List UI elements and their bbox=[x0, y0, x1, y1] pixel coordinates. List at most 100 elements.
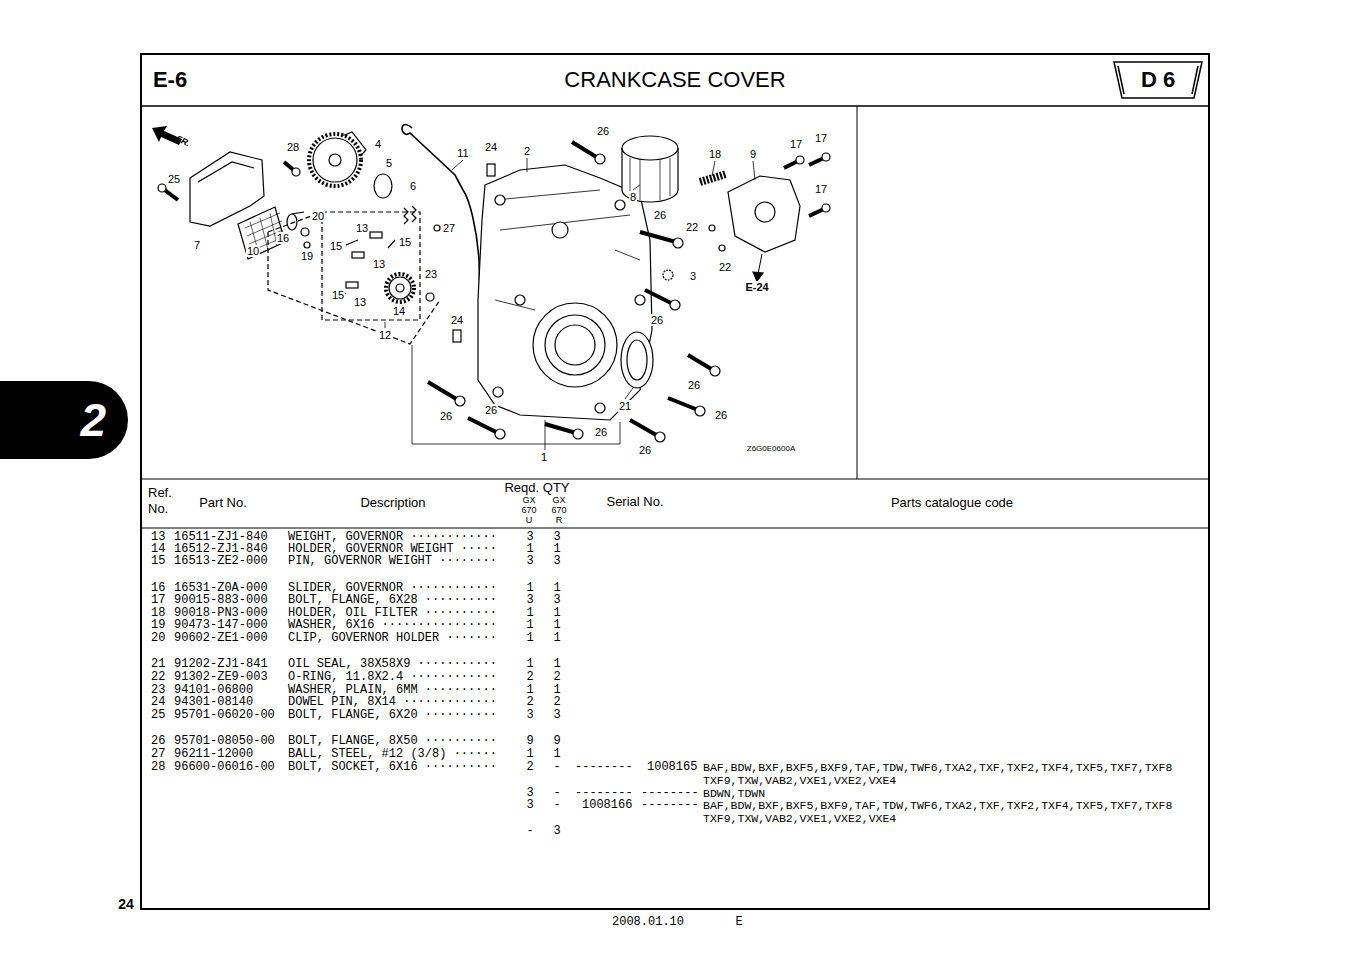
table-header: Description bbox=[360, 495, 425, 510]
page-title: CRANKCASE COVER bbox=[564, 67, 785, 93]
table-cell: 20 bbox=[151, 632, 165, 645]
illustration-line bbox=[595, 154, 605, 164]
illustration-line bbox=[645, 290, 673, 304]
table-cell: 95701-06020-00 bbox=[174, 709, 275, 722]
callout-number: 24 bbox=[450, 314, 464, 326]
illustration-line bbox=[573, 429, 583, 439]
illustration-line bbox=[688, 355, 713, 370]
table-cell: 19 bbox=[151, 619, 165, 632]
callout-number: 13 bbox=[372, 258, 386, 270]
illustration-line bbox=[630, 420, 658, 436]
callout-number: 2 bbox=[523, 145, 531, 157]
section-badge: D 6 bbox=[1112, 60, 1204, 100]
table-header: Reqd. QTY bbox=[504, 480, 569, 495]
callout-number: 8 bbox=[629, 191, 637, 203]
illustration-line bbox=[402, 125, 482, 380]
illustration-line bbox=[615, 200, 625, 210]
table-cell: 95701-08050-00 bbox=[174, 735, 275, 748]
callout-number: 15 bbox=[331, 289, 345, 301]
illustration-line bbox=[515, 295, 525, 305]
table-cell: O-RING, 11.8X2.4 ············ bbox=[288, 671, 497, 684]
callout-number: 26 bbox=[638, 444, 652, 456]
illustration-line bbox=[268, 212, 440, 344]
table-cell: - bbox=[553, 799, 560, 812]
callout-number: 24 bbox=[484, 141, 498, 153]
callout-number: 26 bbox=[484, 404, 498, 416]
illustration-line bbox=[655, 432, 665, 442]
illustration-line bbox=[621, 332, 653, 388]
table-cell: 21 bbox=[151, 658, 165, 671]
table-header: Ref. No. bbox=[148, 485, 178, 517]
table-cell: BOLT, SOCKET, 6X16 ·········· bbox=[288, 761, 497, 774]
illustration-line bbox=[533, 303, 617, 387]
callout-number: 18 bbox=[708, 148, 722, 160]
table-cell: 2 bbox=[526, 761, 533, 774]
illustration-line bbox=[545, 315, 605, 375]
table-cell: 1 bbox=[526, 632, 533, 645]
table-cell: PIN, GOVERNOR WEIGHT ········ bbox=[288, 555, 497, 568]
illustration-line bbox=[190, 152, 264, 226]
illustration-line bbox=[719, 245, 725, 251]
illustration-line bbox=[572, 142, 598, 158]
callout-number: 25 bbox=[167, 173, 181, 185]
illustration-line bbox=[426, 293, 434, 301]
table-cell: 1 bbox=[526, 748, 533, 761]
table-cell: 1 bbox=[526, 619, 533, 632]
illustration-line bbox=[141, 479, 1209, 480]
illustration-line bbox=[622, 136, 678, 160]
chapter-number: 2 bbox=[80, 393, 106, 447]
table-cell: 26 bbox=[151, 735, 165, 748]
illustration-line bbox=[388, 240, 395, 248]
illustration-line bbox=[673, 238, 683, 248]
illustration-line bbox=[758, 254, 762, 274]
illustration-line bbox=[822, 204, 830, 212]
table-cell: 3 bbox=[553, 594, 560, 607]
illustration-line bbox=[753, 272, 763, 281]
illustration-line bbox=[292, 212, 304, 214]
table-cell: 2 bbox=[553, 696, 560, 709]
callout-number: 28 bbox=[286, 141, 300, 153]
illustration-line bbox=[709, 225, 715, 231]
table-cell: 1 bbox=[553, 632, 560, 645]
illustration-line bbox=[728, 176, 800, 252]
table-cell: -------- bbox=[575, 761, 633, 774]
table-cell: 25 bbox=[151, 709, 165, 722]
table-cell: 3 bbox=[526, 799, 533, 812]
table-cell: 1008166 bbox=[582, 799, 632, 812]
callout-number: 17 bbox=[814, 132, 828, 144]
table-cell: 3 bbox=[526, 709, 533, 722]
illustration-line bbox=[555, 325, 595, 365]
table-header: Serial No. bbox=[606, 494, 663, 509]
illustration-line bbox=[710, 366, 720, 376]
illustration-line bbox=[487, 164, 495, 176]
illustration-line bbox=[552, 222, 568, 238]
callout-number: 16 bbox=[276, 232, 290, 244]
table-cell: 1 bbox=[553, 658, 560, 671]
illustration-line bbox=[663, 270, 673, 280]
illustration-line bbox=[495, 190, 640, 310]
illustration-line bbox=[158, 125, 830, 450]
illustration-line bbox=[141, 54, 1209, 909]
table-cell: 9 bbox=[553, 735, 560, 748]
callout-number: 22 bbox=[685, 221, 699, 233]
illustration-line bbox=[386, 274, 414, 302]
callout-number: 14 bbox=[392, 305, 406, 317]
callout-number: 1 bbox=[540, 451, 548, 463]
table-cell: CLIP, GOVERNOR HOLDER ······· bbox=[288, 632, 497, 645]
illustration-line bbox=[595, 403, 605, 413]
callout-number: 4 bbox=[374, 138, 382, 150]
illustration-line bbox=[640, 232, 676, 242]
callout-number: 9 bbox=[749, 148, 757, 160]
illustration-line bbox=[346, 240, 358, 245]
catalogue-code: BAF,BDW,BXF,BXF5,BXF9,TAF,TDW,TWF6,TXA2,… bbox=[703, 799, 1203, 825]
table-cell: 1 bbox=[553, 619, 560, 632]
illustration-line bbox=[385, 158, 755, 399]
badge-border bbox=[1114, 62, 1202, 98]
table-cell: 27 bbox=[151, 748, 165, 761]
table-cell: 2 bbox=[553, 671, 560, 684]
illustration-line bbox=[755, 202, 775, 222]
table-cell: 2 bbox=[526, 671, 533, 684]
illustration-line bbox=[313, 138, 357, 182]
table-header: Parts catalogue code bbox=[891, 495, 1013, 510]
table-cell: 90473-147-000 bbox=[174, 619, 268, 632]
